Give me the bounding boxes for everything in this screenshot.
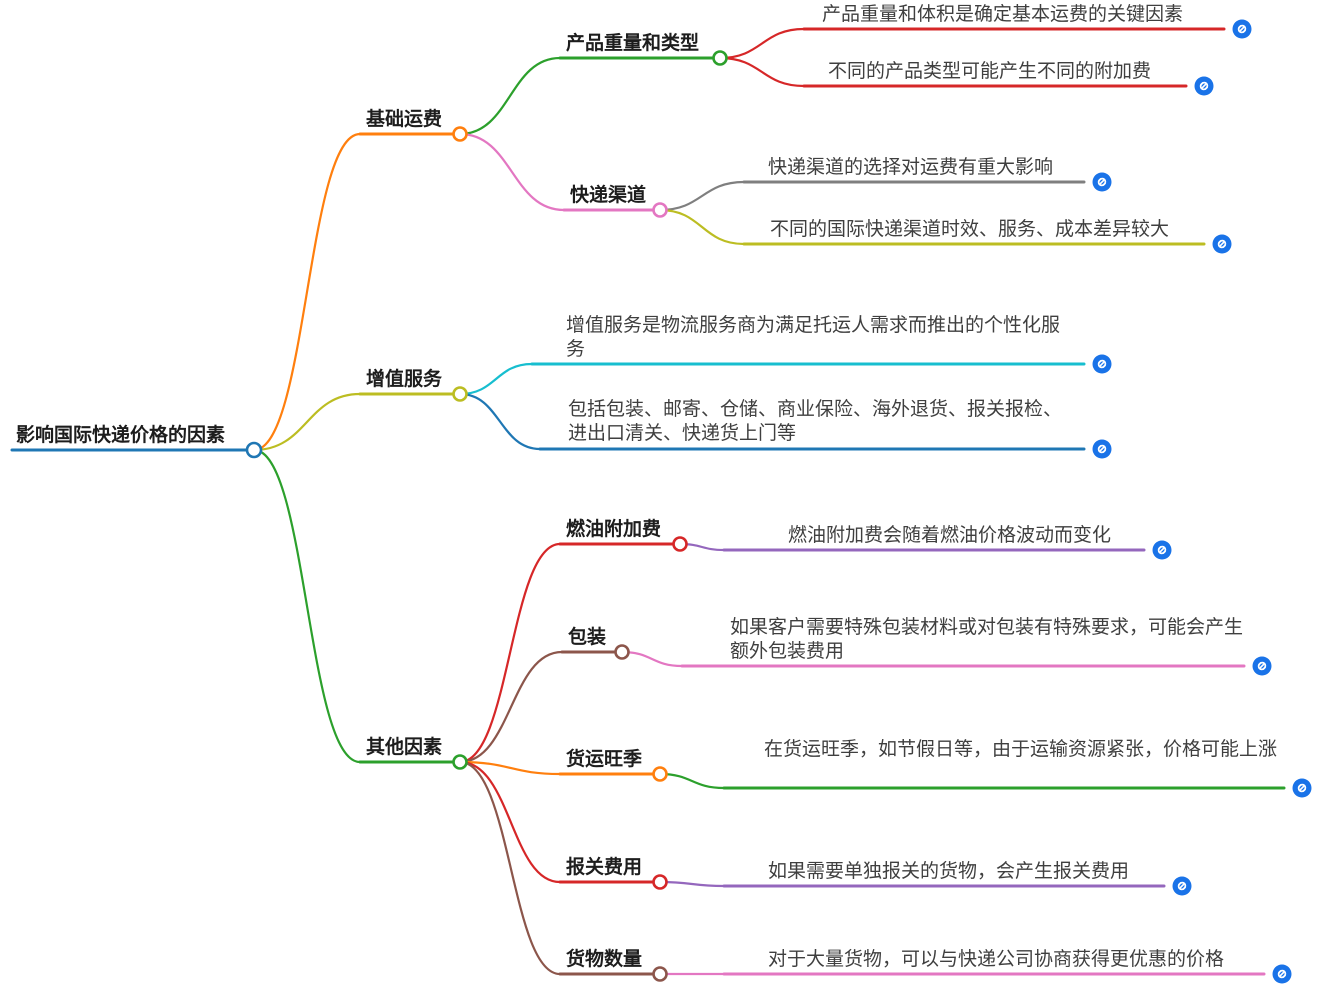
node-dot-quantity[interactable] [652,966,668,982]
leaf-bulk-discount[interactable]: 对于大量货物，可以与快递公司协商获得更优惠的价格 [768,949,1225,970]
curve-customs-to-leaf10 [659,880,725,888]
node-dot-weight-type[interactable] [712,50,728,66]
curve-root-to-base-freight [253,132,361,452]
root-node-label[interactable]: 影响国际快递价格的因素 [16,425,226,446]
node-dot-peak-season[interactable] [652,766,668,782]
curve-value-to-leaf6 [459,392,541,451]
link-icon[interactable] [1152,540,1172,560]
leaf-fuel-price-fluctuation[interactable]: 燃油附加费会随着燃油价格波动而变化 [788,525,1112,546]
leaf-weight-volume-key-factor[interactable]: 产品重量和体积是确定基本运费的关键因素 [822,4,1184,25]
leaf-separate-customs-fee[interactable]: 如果需要单独报关的货物，会产生报关费用 [768,861,1130,882]
leaf-special-packaging-cost[interactable]: 如果客户需要特殊包装材料或对包装有特殊要求，可能会产生额外包装费用 [730,617,1244,662]
node-dot-packaging[interactable] [614,644,630,660]
curve-packaging-to-leaf8 [621,650,683,668]
node-customs-fees[interactable]: 报关费用 [566,857,643,878]
node-other-factors[interactable]: 其他因素 [366,737,443,758]
node-dot-channel[interactable] [652,202,668,218]
node-fuel-surcharge[interactable]: 燃油附加费 [566,519,662,540]
link-icon[interactable] [1092,354,1112,374]
leaf-value-added-definition[interactable]: 增值服务是物流服务商为满足托运人需求而推出的个性化服务 [566,315,1061,360]
link-icon[interactable] [1194,76,1214,96]
curve-other-to-packaging [459,650,563,764]
node-dot-other-factors[interactable] [452,754,468,770]
curve-other-to-customs [459,760,561,884]
node-dot-value-added[interactable] [452,386,468,402]
curve-root-to-other-factors [253,448,361,764]
node-packaging[interactable]: 包装 [568,627,607,648]
node-dot-fuel[interactable] [672,536,688,552]
node-dot-customs[interactable] [652,874,668,890]
curve-peak-to-leaf9 [659,772,725,790]
leaf-value-added-examples[interactable]: 包括包装、邮寄、仓储、商业保险、海外退货、报关报检、进出口清关、快递货上门等 [568,399,1063,444]
node-value-added-services[interactable]: 增值服务 [366,369,443,390]
node-dot-base-freight[interactable] [452,126,468,142]
link-icon[interactable] [1092,172,1112,192]
curve-value-to-leaf5 [459,362,533,396]
node-peak-season[interactable]: 货运旺季 [566,749,643,770]
curve-other-to-quantity [459,760,561,976]
node-cargo-quantity[interactable]: 货物数量 [566,949,643,970]
curve-base-to-channel [459,132,565,212]
link-icon[interactable] [1232,19,1252,39]
link-icon[interactable] [1092,439,1112,459]
curve-channel-to-leaf4 [659,208,745,246]
node-dot-root[interactable] [245,441,263,459]
node-base-freight[interactable]: 基础运费 [366,109,443,130]
curve-base-to-weight-type [459,56,561,136]
link-icon[interactable] [1272,964,1292,984]
leaf-channel-choice-impact[interactable]: 快递渠道的选择对运费有重大影响 [768,157,1054,178]
link-icon[interactable] [1252,656,1272,676]
curve-other-to-fuel [459,542,561,764]
node-product-weight-type[interactable]: 产品重量和类型 [566,33,700,54]
curve-root-to-value-added [253,392,361,452]
link-icon[interactable] [1212,234,1232,254]
leaf-product-type-surcharge[interactable]: 不同的产品类型可能产生不同的附加费 [828,61,1152,82]
leaf-channel-differences[interactable]: 不同的国际快递渠道时效、服务、成本差异较大 [770,219,1170,240]
curve-weight-to-leaf1 [719,27,805,60]
curve-channel-to-leaf3 [659,180,745,212]
link-icon[interactable] [1292,778,1312,798]
link-icon[interactable] [1172,876,1192,896]
node-express-channel[interactable]: 快递渠道 [570,185,647,206]
curve-weight-to-leaf2 [719,56,805,88]
leaf-peak-season-price-rise[interactable]: 在货运旺季，如节假日等，由于运输资源紧张，价格可能上涨 [764,739,1278,760]
curve-other-to-peak-season [459,760,561,776]
